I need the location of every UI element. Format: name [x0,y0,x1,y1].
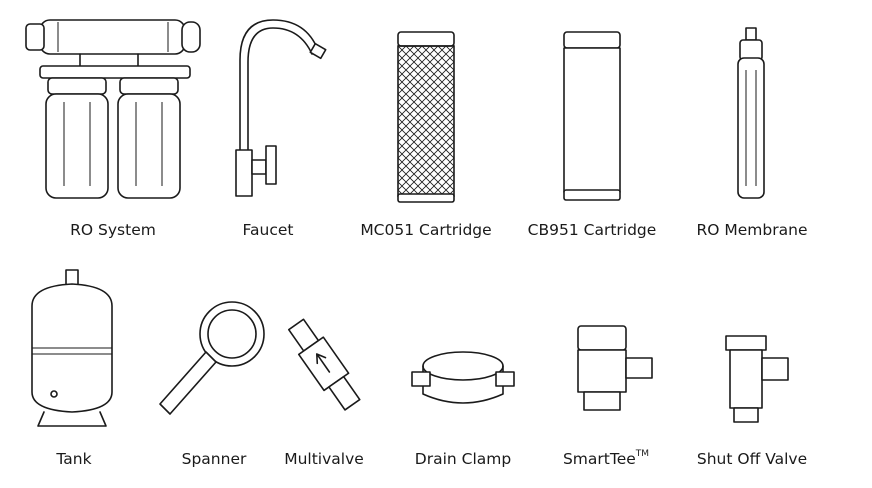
part-drain-clamp: Drain Clamp [400,266,526,476]
part-ro-system: RO System [18,10,208,242]
part-label-text: SmartTee [562,450,636,468]
part-label: RO Membrane [696,221,808,239]
part-faucet: Faucet [218,10,327,242]
ro-system-icon [25,19,201,199]
part-spanner: Spanner [150,266,278,476]
multivalve-icon [287,318,361,411]
part-label: RO System [70,221,156,239]
drain-clamp-icon [411,351,515,404]
part-label: Multivalve [284,450,364,468]
part-shutoff: Shut Off Valve [690,266,814,476]
mc051-cartridge-icon [397,31,455,203]
trademark-sup: TM [635,448,650,459]
part-membrane: RO Membrane [694,10,810,242]
part-label: MC051 Cartridge [360,221,492,239]
cb951-cartridge-icon [563,31,621,201]
part-label: Drain Clamp [414,450,512,468]
shutoff-valve-icon [725,335,789,423]
faucet-icon [235,19,327,197]
part-label: Spanner [181,450,247,468]
part-label: Shut Off Valve [696,450,808,468]
tank-icon [31,269,113,427]
smarttee-icon [577,325,653,411]
part-label: Tank [56,450,92,468]
part-label: CB951 Cartridge [527,221,657,239]
part-smarttee: SmartTeeTM [548,266,664,476]
part-mc051: MC051 Cartridge [354,10,498,242]
part-label: Faucet [242,221,294,239]
ro-membrane-icon [737,27,765,199]
part-label: SmartTeeTM [548,448,664,468]
part-cb951: CB951 Cartridge [520,10,664,242]
part-tank: Tank [20,266,128,476]
spanner-icon [159,301,265,415]
part-multivalve: Multivalve [276,266,372,476]
